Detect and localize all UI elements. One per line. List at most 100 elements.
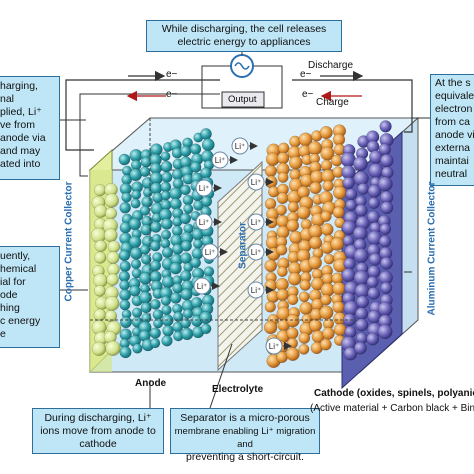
electron-label-bottom-right: e−: [302, 89, 314, 100]
anode-particle: [180, 145, 192, 157]
anode-particle: [180, 252, 192, 265]
copper-particle: [104, 296, 120, 311]
li-ion-label: Li⁺: [205, 248, 215, 257]
aluminum-particle: [344, 325, 357, 339]
li-ion-marker: [195, 213, 213, 231]
discharge-label: Discharge: [308, 60, 354, 71]
cathode-particle: [319, 305, 334, 320]
electron-label-top-right: e−: [300, 69, 312, 80]
cathode-particle: [332, 281, 346, 296]
copper-particle: [105, 340, 121, 356]
li-ion-label: Li⁺: [251, 178, 261, 187]
copper-particle: [106, 251, 120, 265]
discharge-callout: During discharging, Li⁺ ions move from a…: [32, 408, 164, 454]
left-bottom-line: hemical: [0, 263, 37, 275]
cathode-particle: [308, 255, 322, 270]
anode-particle: [162, 325, 174, 337]
anode-particle: [130, 258, 142, 270]
aluminum-particle: [342, 176, 355, 190]
anode-particle: [141, 196, 153, 208]
cathode-label: Cathode (oxides, spinels, polyanion: [314, 388, 474, 399]
electrolyte-label: Electrolyte: [212, 384, 264, 395]
cathode-particle: [322, 180, 334, 192]
anode-particle: [169, 262, 182, 275]
cathode-particle: [264, 198, 277, 210]
li-ion-marker: [247, 281, 265, 299]
copper-particle: [104, 207, 118, 220]
aluminum-particle: [352, 156, 368, 172]
discharge-callout-line: During discharging, Li⁺: [44, 412, 152, 424]
cathode-particle: [320, 210, 332, 222]
anode-particle: [119, 299, 131, 311]
left-top-line: harging,: [0, 80, 38, 92]
aluminum-particle: [366, 332, 380, 346]
aluminum-particle: [380, 256, 393, 270]
anode-particle: [200, 167, 212, 179]
left-bottom-line: e: [0, 328, 6, 340]
cathode-particle: [286, 327, 299, 340]
anode-particle: [180, 184, 191, 196]
copper-particle: [106, 273, 119, 286]
cathode-particle: [264, 259, 278, 273]
anode-particle: [120, 316, 132, 329]
li-ion-label: Li⁺: [251, 286, 261, 295]
aluminum-particle: [380, 201, 394, 215]
right-wire: [292, 79, 413, 133]
anode-particle: [150, 182, 163, 195]
cathode-particle: [309, 181, 322, 195]
separator-label: Separator: [237, 222, 249, 269]
aluminum-particle: [345, 188, 358, 201]
anode-particle: [180, 327, 194, 341]
anode-particle: [131, 307, 143, 318]
right-top-line: from ca: [435, 116, 471, 128]
cathode-particle: [320, 223, 334, 236]
anode-particle: [201, 138, 215, 152]
copper-particle: [104, 193, 119, 208]
left-top-line: and may: [0, 145, 41, 157]
cathode-particle: [319, 126, 333, 140]
anode-particle: [118, 249, 131, 262]
anode-particle: [190, 296, 203, 309]
cathode-particle: [264, 301, 276, 313]
cathode-particle: [319, 338, 332, 351]
anode-label: Anode: [135, 378, 167, 389]
anode-particle: [161, 335, 173, 347]
cathode-particle: [296, 205, 311, 220]
separator-sheet: [217, 160, 263, 372]
cathode-particle: [323, 253, 335, 265]
anode-particle: [169, 187, 182, 200]
cathode-particle: [278, 142, 290, 154]
anode-particle: [121, 192, 132, 203]
separator-callout-line: preventing a short-circuit.: [186, 451, 304, 463]
aluminum-particle: [378, 235, 392, 248]
aluminum-particle: [353, 248, 369, 264]
cathode-particle: [286, 313, 300, 328]
aluminum-particle: [366, 276, 379, 289]
cathode-particle: [277, 266, 288, 277]
aluminum-particle: [367, 265, 381, 279]
anode-particle: [182, 308, 194, 319]
anode-particle: [182, 194, 194, 206]
anode-particle: [119, 289, 132, 301]
aluminum-particle: [377, 176, 393, 192]
anode-particle: [160, 160, 173, 173]
aluminum-particle: [355, 307, 369, 321]
anode-particle: [131, 268, 142, 279]
left-bottom-line: ial for: [0, 276, 26, 288]
anode-particle: [149, 337, 161, 349]
right-top-line: electron: [435, 103, 473, 115]
left-top-callout: harging, nal plied, Li⁺ ve from anode vi…: [0, 76, 60, 180]
li-ion-label: Li⁺: [215, 156, 225, 165]
anode-particle: [189, 143, 202, 155]
aluminum-particle: [345, 199, 357, 212]
li-ion-label: Li⁺: [251, 218, 261, 227]
cathode-particle: [320, 159, 333, 171]
copper-particle: [94, 239, 107, 253]
anode-particle: [139, 205, 151, 216]
separator-callout: Separator is a micro-porous membrane ena…: [170, 408, 320, 463]
anode-particle: [180, 240, 192, 252]
aluminum-particle: [341, 268, 356, 283]
anode-particle: [119, 279, 130, 291]
anode-particle: [130, 198, 141, 209]
top-callout: While discharging, the cell releases ele…: [146, 20, 342, 52]
